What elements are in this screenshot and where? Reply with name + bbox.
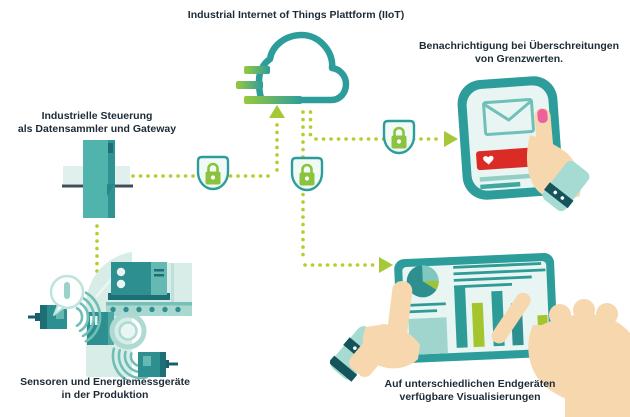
- hand-icon: [526, 107, 590, 212]
- factory-machine-icon: [28, 252, 192, 380]
- padlock-icon: [299, 163, 315, 186]
- text-line: [480, 181, 521, 190]
- padlock-icon: [205, 162, 221, 185]
- tablet-icon: [394, 252, 558, 364]
- arrow-icon: [269, 105, 458, 273]
- text-line: [407, 262, 546, 314]
- hand-icon: [491, 292, 630, 417]
- envelope-icon: [482, 98, 535, 137]
- sensor-icon: [138, 352, 178, 377]
- machine-icon: [108, 262, 170, 300]
- notification-label: Benachrichtigung bei Überschreitungen vo…: [418, 40, 620, 65]
- production-label: Sensoren und Energiemessgeräte in der Pr…: [20, 376, 190, 401]
- conveyor-icon: [106, 302, 192, 316]
- padlock-icon: [391, 126, 407, 149]
- diagram-title: Industrial Internet of Things Plattform …: [187, 9, 405, 21]
- visualization-label: Auf unterschiedlichen Endgeräten verfügb…: [384, 378, 556, 403]
- smartphone-group: [457, 76, 590, 212]
- lock-shield-icon: [196, 119, 416, 192]
- hand-icon: [330, 281, 420, 382]
- plc-gateway-icon: [62, 140, 133, 218]
- speech-bubble-icon: [49, 274, 85, 316]
- tablet-group: [330, 252, 630, 417]
- fingernail: [537, 108, 548, 124]
- heart-icon: [483, 155, 494, 165]
- wrist-watch-icon: [542, 160, 590, 212]
- pie-chart-icon: [406, 265, 439, 298]
- cloud-icon: [236, 31, 350, 104]
- ring-sensor-icon: [109, 312, 147, 350]
- text-line: [479, 173, 534, 182]
- wifi-waves-icon: [75, 291, 102, 343]
- controller-label: Industrielle Steuerung als Datensammler …: [17, 110, 177, 135]
